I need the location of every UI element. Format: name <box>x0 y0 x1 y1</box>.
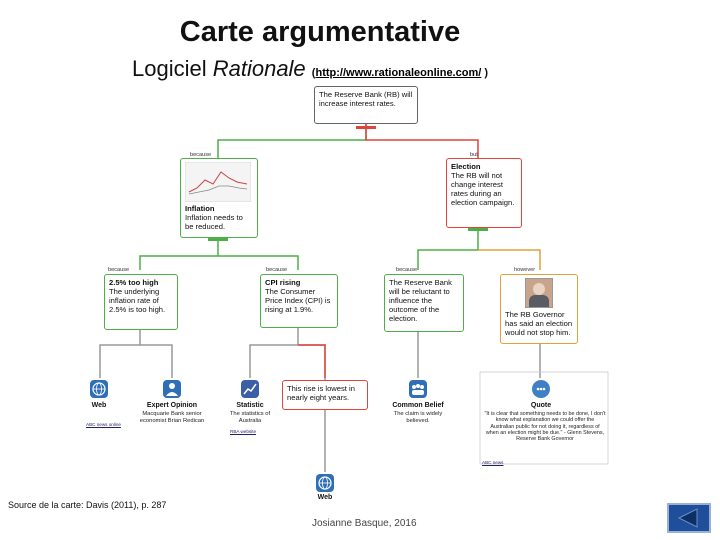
rba-website-link[interactable]: RBA website <box>230 429 257 434</box>
web-label: Web <box>91 402 107 409</box>
statistic-text: The statistics of Australia <box>229 411 271 424</box>
link-wrap: (http://www.rationaleonline.com/ ) <box>312 67 488 79</box>
expert-opinion-text: Macquarie Bank senior economist Brian Re… <box>139 411 205 424</box>
rise-lowest-text: This rise is lowest in nearly eight year… <box>287 384 355 402</box>
common-belief-text: The claim is widely believed. <box>393 411 443 424</box>
tag-because: because <box>190 152 212 158</box>
cpi-box[interactable]: CPI rising The Consumer Price Index (CPI… <box>260 274 338 328</box>
web-globe-icon[interactable] <box>90 380 108 398</box>
cpi-head: CPI rising <box>265 278 301 287</box>
web-globe-icon-2[interactable] <box>316 474 334 492</box>
rationale-link[interactable]: http://www.rationaleonline.com/ <box>315 67 482 79</box>
connector-claim-election <box>365 122 479 158</box>
tag-but: but <box>470 152 478 158</box>
tag-because-2: because <box>108 267 130 273</box>
link-paren-open: ( <box>311 67 316 79</box>
election-head: Election <box>451 162 481 171</box>
too-high-box[interactable]: 2.5% too high The underlying inflation r… <box>104 274 178 330</box>
quote-speech-icon[interactable] <box>532 380 550 398</box>
connector-cpi-objection <box>298 344 326 378</box>
common-belief-label: Common Belief <box>392 402 444 409</box>
software-name: Rationale <box>212 56 306 81</box>
web-label-2: Web <box>317 494 333 501</box>
tag-because-3: because <box>266 267 288 273</box>
election-junction <box>468 228 488 231</box>
governor-photo <box>525 278 553 308</box>
election-text: The RB will not change interest rates du… <box>451 171 515 207</box>
claim-junction <box>356 126 376 129</box>
back-navigation-button[interactable] <box>667 503 711 533</box>
governor-box[interactable]: The RB Governor has said an election wou… <box>500 274 578 344</box>
expert-opinion-label: Expert Opinion <box>146 402 198 409</box>
page-title: Carte argumentative <box>179 16 461 48</box>
inflation-box[interactable]: Inflation Inflation needs to be reduced. <box>180 158 258 238</box>
map-source: Source de la carte: Davis (2011), p. 287 <box>8 500 167 510</box>
common-belief-group-icon[interactable] <box>409 380 427 398</box>
connector-election-governor <box>478 249 541 270</box>
link-paren-close: ) <box>481 67 489 79</box>
tag-however: however <box>514 267 536 273</box>
statistic-chart-icon[interactable] <box>241 380 259 398</box>
author-credit: Josianne Basque, 2016 <box>312 518 417 529</box>
statistic-label: Statistic <box>236 402 264 409</box>
too-high-head: 2.5% too high <box>109 278 159 287</box>
connector-election-children <box>417 226 479 270</box>
connector-inflation-children <box>139 236 299 270</box>
cpi-text: The Consumer Price Index (CPI) is rising… <box>265 287 331 314</box>
abc-news-online-link[interactable]: ABC news online <box>86 422 121 427</box>
reluctant-text: The Reserve Bank will be reluctant to in… <box>389 278 452 323</box>
connector-claim-inflation <box>217 122 367 158</box>
reluctant-box[interactable]: The Reserve Bank will be reluctant to in… <box>384 274 464 332</box>
quote-label: Quote <box>530 402 552 409</box>
expert-person-icon[interactable] <box>163 380 181 398</box>
back-arrow-icon <box>677 508 698 528</box>
tag-because-4: because <box>396 267 418 273</box>
inflation-graph <box>184 161 252 203</box>
main-claim-text: The Reserve Bank (RB) will increase inte… <box>319 90 413 108</box>
rise-lowest-box[interactable]: This rise is lowest in nearly eight year… <box>282 380 368 410</box>
abc-news-link[interactable]: ABC news <box>482 460 504 465</box>
too-high-text: The underlying inflation rate of 2.5% is… <box>109 287 166 314</box>
inflation-text: Inflation needs to be reduced. <box>185 213 243 231</box>
connector-toohigh-evidence <box>99 328 173 378</box>
main-claim-box[interactable]: The Reserve Bank (RB) will increase inte… <box>314 86 418 124</box>
quote-frame <box>479 371 609 465</box>
election-box[interactable]: Election The RB will not change interest… <box>446 158 522 228</box>
inflation-head: Inflation <box>185 204 215 213</box>
quote-text: "It is clear that something needs to be … <box>484 411 606 443</box>
page-subtitle: Logiciel Rationale (http://www.rationale… <box>132 56 488 82</box>
inflation-junction <box>208 238 228 241</box>
subtitle-prefix: Logiciel <box>132 56 213 81</box>
governor-text: The RB Governor has said an election wou… <box>505 310 573 337</box>
